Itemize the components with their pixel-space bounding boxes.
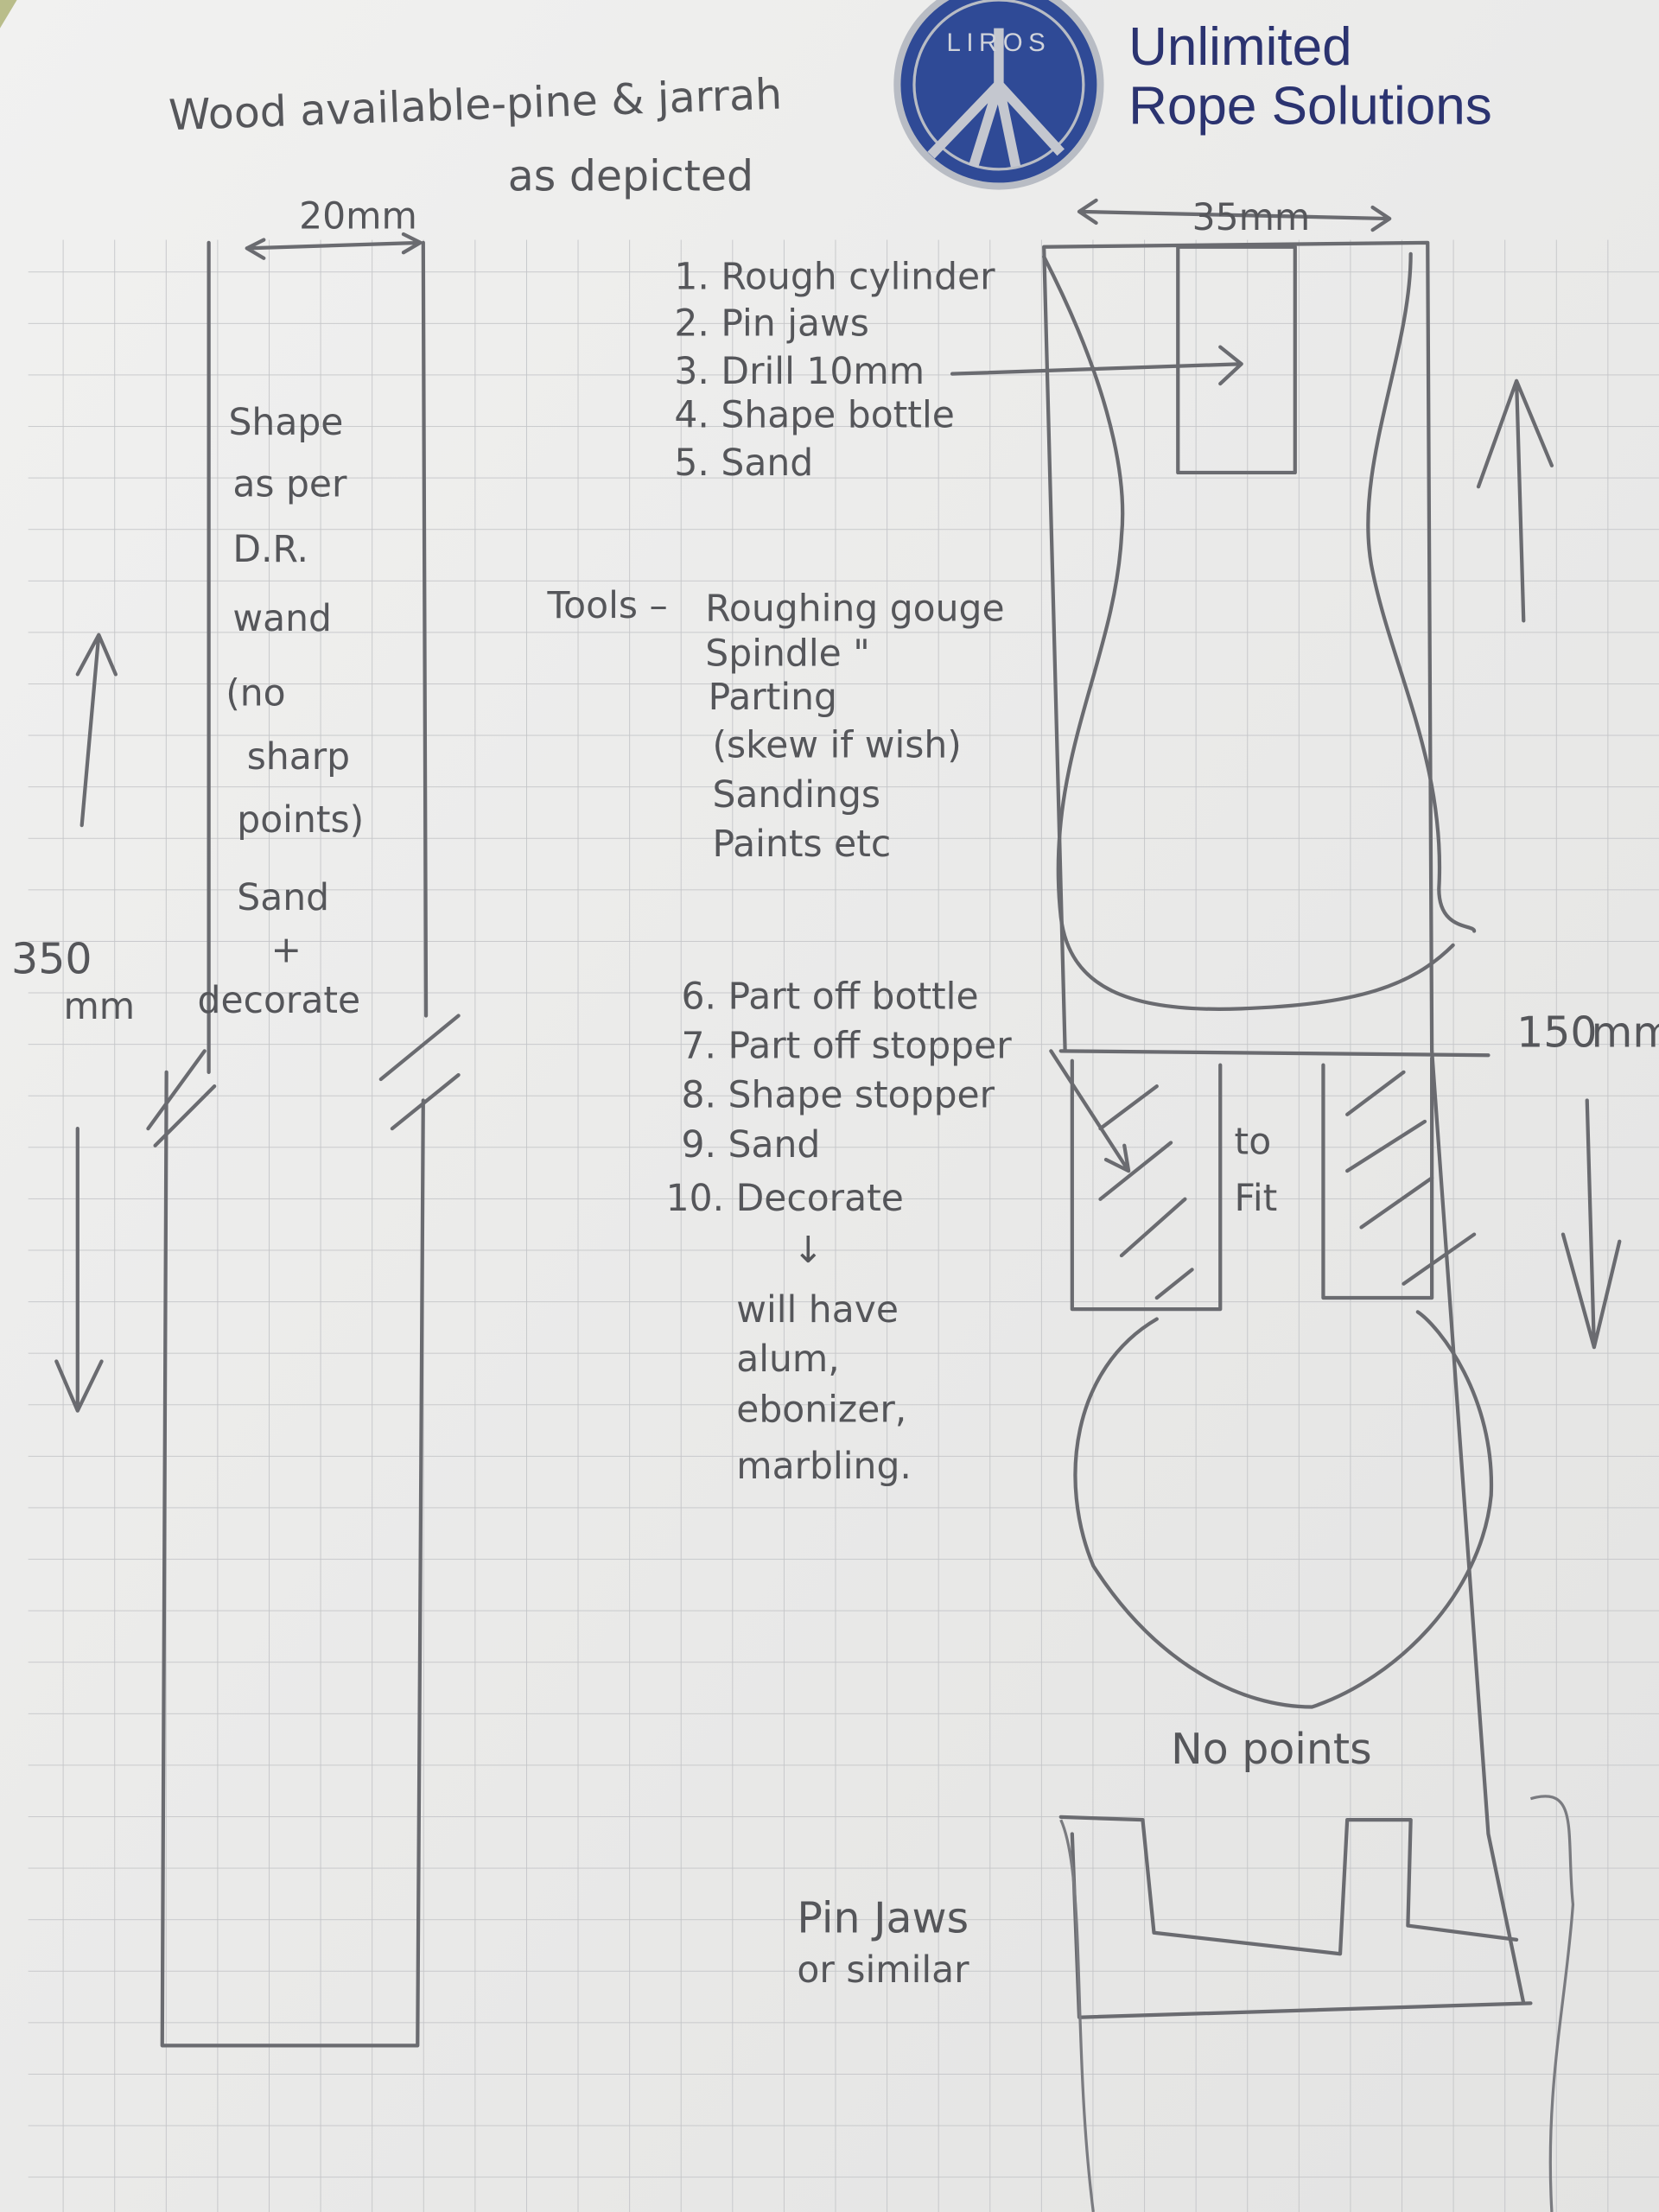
brand-line1: Unlimited	[1128, 17, 1352, 77]
steps-bottom-list: 6. Part off bottle 7. Part off stopper 8…	[666, 976, 1013, 1219]
length-unit-mm-right: mm	[1592, 1007, 1659, 1057]
note-line: points)	[237, 799, 364, 842]
bottle-blank-drawing	[1042, 198, 1622, 2212]
note-line: decorate	[198, 980, 361, 1022]
note-line: ebonizer,	[736, 1389, 906, 1432]
pin-jaws-sub-label: or similar	[797, 1949, 969, 1992]
brand-line2: Rope Solutions	[1128, 77, 1492, 137]
no-points-label: No points	[1171, 1725, 1372, 1774]
note-line: as per	[232, 464, 347, 506]
steps-top-list: 1. Rough cylinder 2. Pin jaws 3. Drill 1…	[674, 257, 995, 486]
wand-blank-drawing	[54, 232, 461, 2048]
note-line: will have	[736, 1289, 899, 1332]
tools-label: Tools –	[546, 585, 667, 627]
note-line: ↓	[793, 1230, 824, 1272]
step-item: 1. Rough cylinder	[674, 257, 995, 299]
tool-item: Parting	[709, 677, 837, 719]
step-item: 10. Decorate	[666, 1178, 904, 1220]
length-unit-mm: mm	[63, 986, 135, 1028]
tool-item: Sandings	[712, 774, 880, 817]
step-item: 5. Sand	[674, 442, 813, 485]
wand-notes: Shape as per D.R. wand (no sharp points)…	[198, 402, 365, 1022]
note-line: sharp	[247, 736, 350, 779]
step-item: 4. Shape bottle	[674, 395, 954, 437]
note-line: D.R.	[232, 529, 308, 571]
length-value-350: 350	[11, 935, 92, 984]
tools-list: Roughing gouge Spindle " Parting (skew i…	[705, 588, 1004, 866]
note-line: marbling.	[736, 1446, 912, 1488]
length-value-150: 150	[1516, 1007, 1597, 1057]
note-line: (no	[226, 672, 285, 715]
pin-jaws-label: Pin Jaws	[797, 1894, 969, 1943]
fit-label-line1: to	[1235, 1122, 1272, 1164]
logo-letters: LIROS	[947, 29, 1052, 57]
fit-label-line2: Fit	[1235, 1178, 1278, 1220]
step-item: 6. Part off bottle	[682, 976, 979, 1018]
step-item: 9. Sand	[682, 1124, 821, 1166]
step-item: 7. Part off stopper	[682, 1025, 1013, 1067]
note-line: wand	[232, 598, 332, 640]
liros-logo: LIROS	[893, 0, 1104, 190]
width-label-35mm: 35mm	[1192, 197, 1311, 239]
step-item: 3. Drill 10mm	[674, 351, 925, 393]
grid-area	[28, 239, 1659, 2212]
tool-item: Paints etc	[712, 823, 891, 866]
step-item: 8. Shape stopper	[682, 1075, 995, 1117]
note-line: +	[270, 929, 302, 971]
decorate-notes: ↓ will have alum, ebonizer, marbling.	[736, 1230, 912, 1488]
note-line: Sand	[237, 877, 329, 919]
header-note-line2: as depicted	[508, 151, 753, 200]
tool-item: Spindle "	[705, 633, 869, 676]
note-line: Shape	[228, 402, 343, 444]
width-label-20mm: 20mm	[299, 195, 417, 238]
drill-arrow	[950, 345, 1243, 386]
note-line: alum,	[736, 1338, 840, 1381]
tool-item: (skew if wish)	[712, 725, 961, 767]
step-item: 2. Pin jaws	[674, 303, 868, 346]
tool-item: Roughing gouge	[705, 588, 1004, 630]
